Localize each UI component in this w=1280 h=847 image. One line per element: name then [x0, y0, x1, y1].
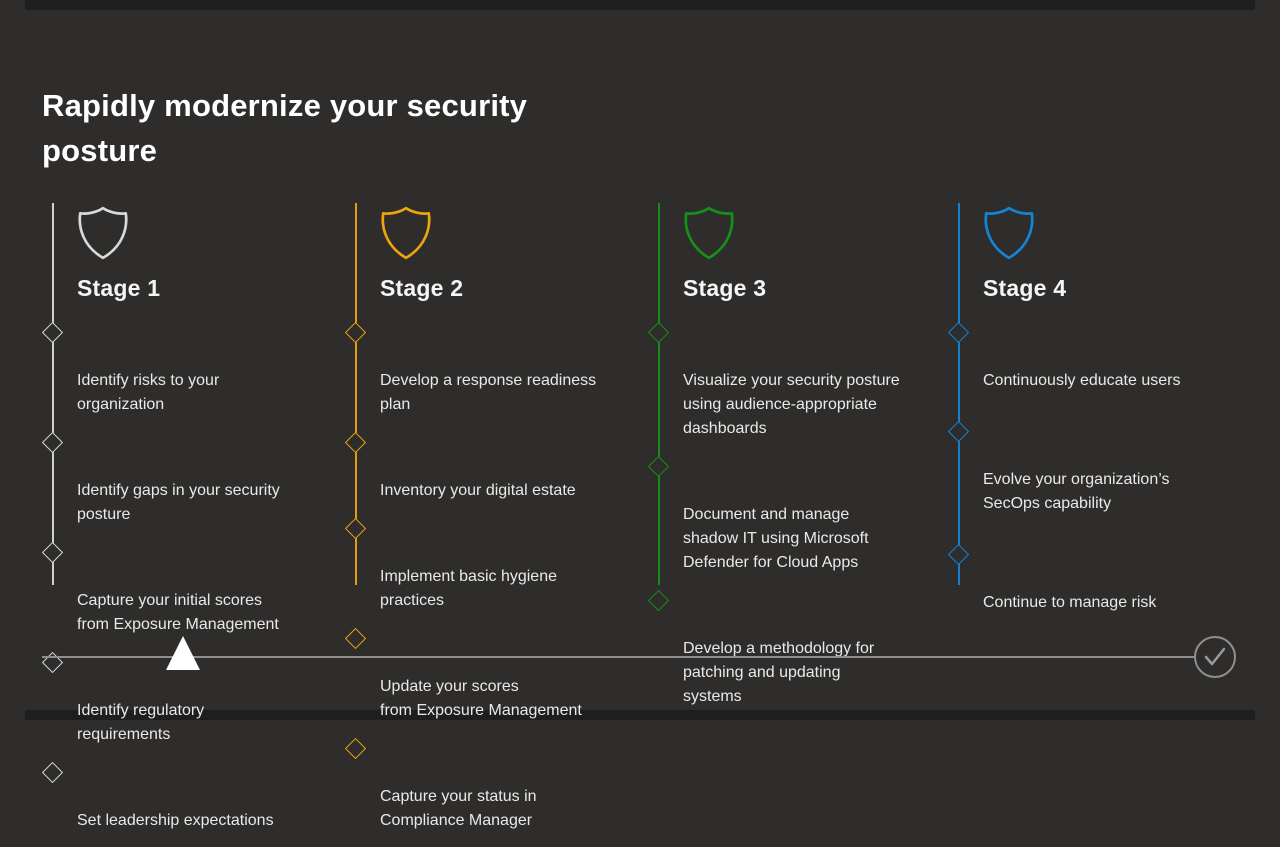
stage-item: Inventory your digital estate: [344, 431, 642, 503]
triangle-up-icon: [166, 636, 200, 670]
stage-item-text: Capture your status in Compliance Manage…: [380, 788, 537, 829]
stage-item: Set leadership expectations: [41, 761, 339, 833]
stage-items: Continuously educate users Evolve your o…: [947, 321, 1245, 642]
stage-item: Develop a response readiness plan: [344, 321, 642, 417]
check-circle-icon: [1194, 636, 1236, 678]
stage-item: Identify risks to your organization: [41, 321, 339, 417]
shield-icon: [684, 206, 734, 260]
slide-top-edge: [25, 0, 1255, 10]
stage-item-text: Update your scores from Exposure Managem…: [380, 678, 582, 719]
stage-item: Continue to manage risk: [947, 543, 1245, 615]
stage-item-text: Continuously educate users: [983, 372, 1181, 389]
stage-timeline-line: [355, 203, 357, 585]
shield-icon: [381, 206, 431, 260]
stage-item-text: Capture your initial scores from Exposur…: [77, 592, 279, 633]
stage-timeline-line: [658, 203, 660, 585]
progress-line: [42, 656, 1194, 658]
stage-item-text: Continue to manage risk: [983, 594, 1157, 611]
stage-item-text: Develop a methodology for patching and u…: [683, 640, 875, 705]
stage-item: Document and manage shadow IT using Micr…: [647, 455, 945, 575]
stage-item: Evolve your organization’s SecOps capabi…: [947, 420, 1245, 516]
stage-timeline-line: [958, 203, 960, 585]
stage-item-text: Set leadership expectations: [77, 812, 274, 829]
stage-item: Continuously educate users: [947, 321, 1245, 393]
stage-item-text: Inventory your digital estate: [380, 482, 576, 499]
stage-column-2: Stage 2 Develop a response readiness pla…: [344, 203, 655, 829]
diamond-bullet-icon: [41, 431, 64, 454]
stage-item: Develop a methodology for patching and u…: [647, 589, 945, 709]
diamond-bullet-icon: [344, 737, 367, 760]
stage-item-text: Identify risks to your organization: [77, 372, 220, 413]
stage-item-text: Identify gaps in your security posture: [77, 482, 280, 523]
shield-icon: [984, 206, 1034, 260]
stage-item: Capture your status in Compliance Manage…: [344, 737, 642, 833]
stage-title: Stage 2: [380, 275, 464, 301]
stage-columns: Stage 1 Identify risks to your organizat…: [0, 203, 1280, 829]
stage-item-text: Develop a response readiness plan: [380, 372, 597, 413]
slide-title: Rapidly modernize your security posture: [42, 87, 528, 168]
stage-title: Stage 1: [77, 275, 161, 301]
shield-icon: [78, 206, 128, 260]
stage-item-text: Document and manage shadow IT using Micr…: [683, 506, 869, 571]
stage-column-3: Stage 3 Visualize your security posture …: [647, 203, 958, 705]
stage-items: Develop a response readiness plan Invent…: [344, 321, 642, 847]
stage-item: Identify regulatory requirements: [41, 651, 339, 747]
stage-item-text: Implement basic hygiene practices: [380, 568, 557, 609]
diamond-bullet-icon: [41, 761, 64, 784]
stage-column-1: Stage 1 Identify risks to your organizat…: [41, 203, 352, 829]
stage-items: Visualize your security posture using au…: [647, 321, 945, 723]
stage-item: Implement basic hygiene practices: [344, 517, 642, 613]
diamond-bullet-icon: [41, 541, 64, 564]
stage-item-text: Visualize your security posture using au…: [683, 372, 900, 437]
stage-title: Stage 3: [683, 275, 767, 301]
stage-item: Capture your initial scores from Exposur…: [41, 541, 339, 637]
stage-item: Identify gaps in your security posture: [41, 431, 339, 527]
stage-timeline-line: [52, 203, 54, 585]
diamond-bullet-icon: [41, 321, 64, 344]
stage-item: Update your scores from Exposure Managem…: [344, 627, 642, 723]
slide-bottom-edge: [25, 710, 1255, 720]
stage-item-text: Evolve your organization’s SecOps capabi…: [983, 471, 1170, 512]
stage-items: Identify risks to your organization Iden…: [41, 321, 339, 847]
stage-item: Visualize your security posture using au…: [647, 321, 945, 441]
stage-title: Stage 4: [983, 275, 1067, 301]
stage-column-4: Stage 4 Continuously educate users Evolv…: [947, 203, 1258, 611]
stage-item-text: Identify regulatory requirements: [77, 702, 205, 743]
diamond-bullet-icon: [344, 627, 367, 650]
